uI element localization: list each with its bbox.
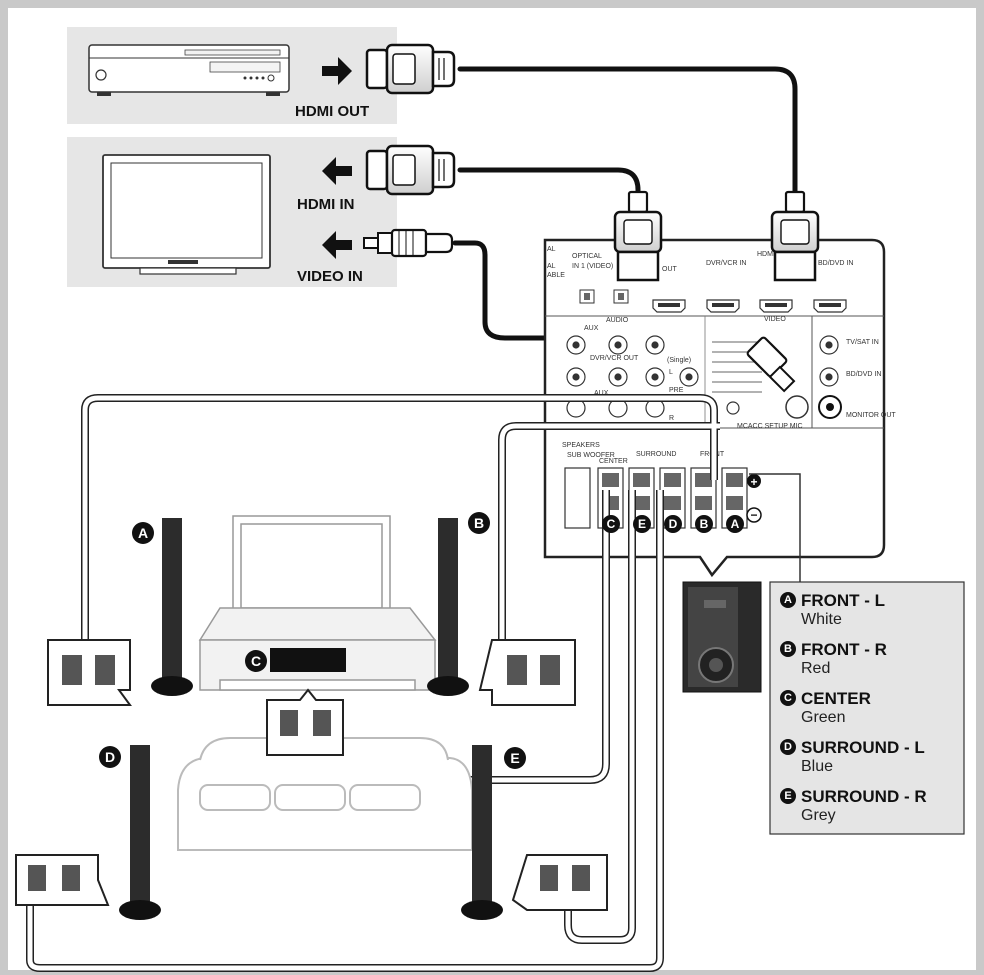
audio-label: AUDIO: [606, 317, 629, 324]
legend-badge: [780, 592, 796, 608]
svg-text:ABLE: ABLE: [547, 272, 565, 279]
arrow-left-icon: [322, 231, 352, 259]
svg-text:D: D: [105, 749, 115, 765]
hdmi-cable-tv: [457, 167, 641, 198]
legend-channel-name: SURROUND - R: [801, 787, 927, 806]
arrow-right-icon: [322, 57, 352, 85]
out-label: OUT: [662, 266, 678, 273]
legend-badge: [780, 788, 796, 804]
subwoofer-icon: [682, 581, 762, 693]
rca-jack-grid: [566, 335, 839, 418]
l-label: L: [669, 369, 673, 376]
tv-sat-in-label: TV/SAT IN: [846, 339, 879, 346]
speaker-position-badges: A B C D E: [99, 512, 526, 769]
single-label: (Single): [667, 357, 691, 364]
tower-speaker-b: [427, 518, 469, 696]
hdmi-plug-bd: [365, 43, 456, 95]
svg-text:A: A: [138, 525, 148, 541]
svg-text:C: C: [607, 517, 616, 531]
svg-text:C: C: [251, 653, 261, 669]
pre-label: PRE: [669, 387, 684, 394]
surround-terminal-label: SURROUND: [636, 451, 676, 458]
legend-badge-letter: C: [784, 692, 792, 704]
arrow-left-icon: [322, 157, 352, 185]
av-receiver-on-rack: [270, 648, 346, 672]
tower-speaker-a: [151, 518, 193, 696]
hdmi-panel-label: HDMI: [757, 251, 775, 258]
rca-plug-tv: [363, 228, 454, 258]
hdmi-cable-bd: [457, 66, 798, 198]
legend-badge: [780, 739, 796, 755]
svg-text:D: D: [669, 517, 678, 531]
legend-wire-color: Grey: [801, 807, 836, 824]
tower-speaker-d: [119, 745, 161, 920]
bd-player-panel: HDMI OUT: [67, 27, 397, 124]
minus-sign: −: [750, 508, 757, 522]
legend-badge-letter: D: [784, 741, 792, 753]
hdmi-in-label: HDMI IN: [297, 196, 355, 213]
svg-text:B: B: [474, 515, 484, 531]
svg-text:E: E: [638, 517, 646, 531]
video-label: VIDEO: [764, 316, 786, 323]
plus-sign: +: [750, 475, 757, 489]
dvr-vcr-in-label: DVR/VCR IN: [706, 260, 746, 267]
legend-channel-name: SURROUND - L: [801, 738, 925, 757]
legend-wire-color: White: [801, 611, 842, 628]
receiver-rear-panel: AL AL ABLE OPTICAL IN 1 (VIDEO) AUDIO AU…: [543, 238, 896, 590]
tv-panel: HDMI IN VIDEO IN: [67, 137, 397, 287]
legend-wire-color: Red: [801, 660, 830, 677]
hdmi-plug-tv: [365, 144, 456, 196]
svg-text:AL: AL: [547, 246, 556, 253]
optical-label: OPTICAL: [572, 253, 602, 260]
bd-player-icon: [88, 44, 290, 96]
legend-channel-name: FRONT - R: [801, 640, 887, 659]
bd-dvd-in-label: BD/DVD IN: [818, 260, 853, 267]
legend-wire-color: Blue: [801, 758, 833, 775]
r-label: R: [669, 415, 674, 422]
svg-text:AL: AL: [547, 263, 556, 270]
svg-text:B: B: [700, 517, 709, 531]
hdmi-plug-receiver-out: [613, 190, 663, 282]
legend-channel-name: FRONT - L: [801, 591, 885, 610]
video-in-label: VIDEO IN: [297, 268, 363, 285]
television-icon: [102, 154, 271, 275]
legend-badge: [780, 641, 796, 657]
dvr-vcr-out-label: DVR/VCR OUT: [590, 355, 639, 362]
in-video-label: IN 1 (VIDEO): [572, 263, 613, 270]
terminal-badges: C E D B A: [602, 515, 744, 533]
svg-text:E: E: [510, 750, 519, 766]
subwoofer-label: SUB WOOFER: [567, 452, 615, 459]
legend-badge-letter: B: [784, 643, 792, 655]
hdmi-plug-receiver-bd: [770, 190, 820, 282]
center-terminal-label: CENTER: [599, 458, 628, 465]
room-tv-icon: [232, 515, 391, 625]
speakers-label: SPEAKERS: [562, 442, 600, 449]
legend-channel-name: CENTER: [801, 689, 871, 708]
monitor-out-label: MONITOR OUT: [846, 412, 896, 419]
tower-speaker-e: [461, 745, 503, 920]
sofa-icon: [177, 737, 473, 851]
legend-badge-letter: E: [784, 790, 791, 802]
legend-badge: [780, 690, 796, 706]
mcacc-label: MCACC SETUP MIC: [737, 423, 803, 430]
svg-text:A: A: [731, 517, 740, 531]
aux-label: AUX: [584, 325, 599, 332]
hdmi-out-label: HDMI OUT: [295, 103, 369, 120]
aux-label-2: AUX: [594, 390, 609, 397]
rca-plug-receiver: [746, 336, 796, 393]
legend-wire-color: Green: [801, 709, 845, 726]
bd-dvd-video-in-label: BD/DVD IN: [846, 371, 881, 378]
legend-badge-letter: A: [784, 594, 792, 606]
